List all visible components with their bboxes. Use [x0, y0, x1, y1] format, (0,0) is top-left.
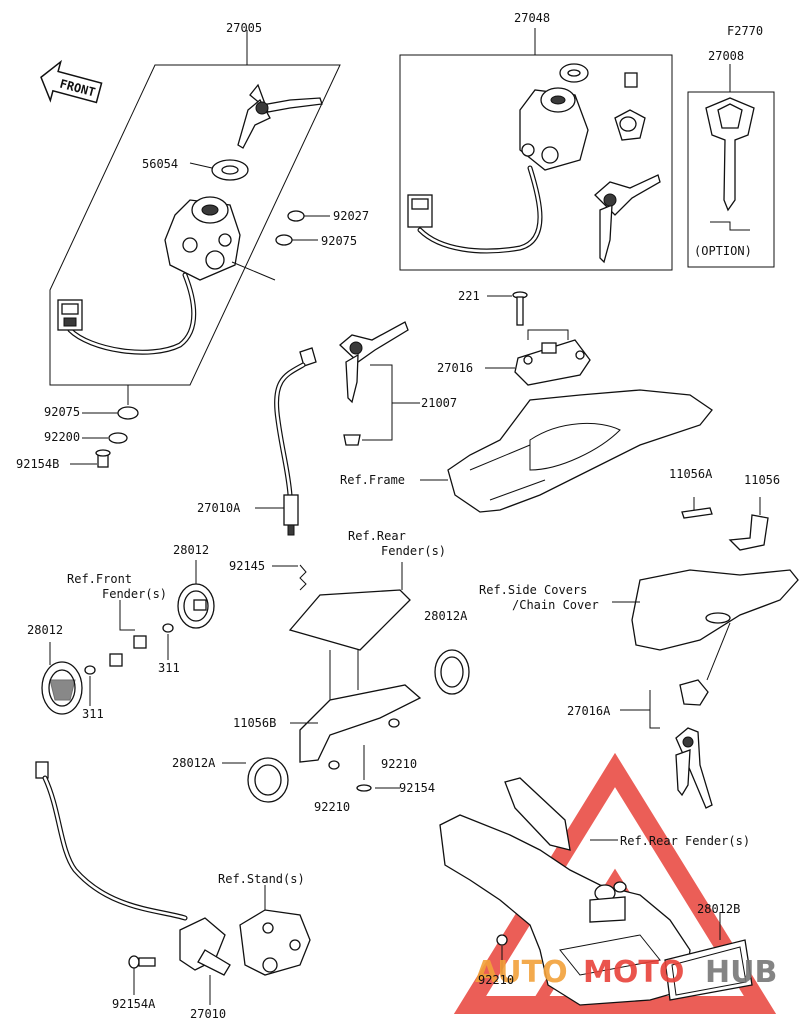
label-27016: 27016	[437, 361, 473, 375]
label-ref-rear-fender-2: Fender(s)	[381, 544, 446, 558]
label-92210-lower: 92210	[314, 800, 350, 814]
rear-reflector-bracket	[222, 562, 470, 803]
label-11056: 11056	[744, 473, 780, 487]
label-28012a-left: 28012A	[172, 756, 216, 770]
label-option: (OPTION)	[694, 244, 752, 258]
label-56054: 56054	[142, 157, 178, 171]
label-311-left: 311	[82, 707, 104, 721]
bolt-92154b	[95, 449, 111, 468]
option-key-27008	[687, 64, 775, 268]
label-92210-bottom: 92210	[478, 973, 514, 987]
label-27016a: 27016A	[567, 704, 611, 718]
label-28012b: 28012B	[697, 902, 740, 916]
label-27005: 27005	[226, 21, 262, 35]
label-21007: 21007	[421, 396, 457, 410]
label-27010a: 27010A	[197, 501, 241, 515]
ignition-switch-body	[164, 196, 241, 281]
connector-plug	[57, 299, 83, 331]
label-92027: 92027	[333, 209, 369, 223]
rear-fender	[439, 777, 753, 1006]
label-ref-side-covers-2: /Chain Cover	[512, 598, 599, 612]
label-221: 221	[458, 289, 480, 303]
label-ref-rear-fender-3: Ref.Rear Fender(s)	[620, 834, 750, 848]
label-28012a-right: 28012A	[424, 609, 468, 623]
label-92154b: 92154B	[16, 457, 59, 471]
side-stand-switch-27010	[35, 761, 311, 1005]
ignition-switch-set-27048	[399, 28, 673, 271]
label-ref-front-fender-2: Fender(s)	[102, 587, 167, 601]
label-92200: 92200	[44, 430, 80, 444]
label-ref-stand: Ref.Stand(s)	[218, 872, 305, 886]
label-11056a: 11056A	[669, 467, 713, 481]
label-92210-upper: 92210	[381, 757, 417, 771]
bolt-221	[512, 291, 528, 326]
watermark-text-moto: MOTO	[583, 955, 684, 990]
label-f2770: F2770	[727, 24, 763, 38]
watermark-text-hub: HUB	[705, 955, 777, 990]
front-arrow-icon: FRONT	[40, 59, 103, 104]
watermark-text: AUTO MOTO HUB	[475, 955, 777, 990]
label-92154a: 92154A	[112, 997, 156, 1011]
label-27048: 27048	[514, 11, 550, 25]
label-92075-lower: 92075	[44, 405, 80, 419]
label-27008: 27008	[708, 49, 744, 63]
label-ref-front-fender-1: Ref.Front	[67, 572, 132, 586]
label-ref-frame: Ref.Frame	[340, 473, 405, 487]
label-ref-side-covers-1: Ref.Side Covers	[479, 583, 587, 597]
sensor-27010a	[255, 347, 317, 591]
label-311-right: 311	[158, 661, 180, 675]
watermark-text-auto: AUTO	[475, 955, 568, 990]
label-ref-rear-fender-1: Ref.Rear	[348, 529, 406, 543]
label-11056b: 11056B	[233, 716, 276, 730]
label-28012-top: 28012	[173, 543, 209, 557]
label-92145: 92145	[229, 559, 265, 573]
ignition-switch-set-27005	[49, 30, 341, 468]
key-icon	[237, 83, 323, 149]
part-labels: 27005 27048 F2770 27008 (OPTION) 56054 9…	[16, 11, 780, 1021]
label-92075-upper: 92075	[321, 234, 357, 248]
front-reflectors	[41, 560, 215, 715]
side-cover	[612, 497, 799, 809]
label-27010: 27010	[190, 1007, 226, 1021]
bracket-27016-and-frame	[420, 291, 713, 513]
key-set-21007	[339, 321, 420, 446]
key-icon	[594, 174, 661, 264]
label-92154: 92154	[399, 781, 435, 795]
label-28012-left: 28012	[27, 623, 63, 637]
